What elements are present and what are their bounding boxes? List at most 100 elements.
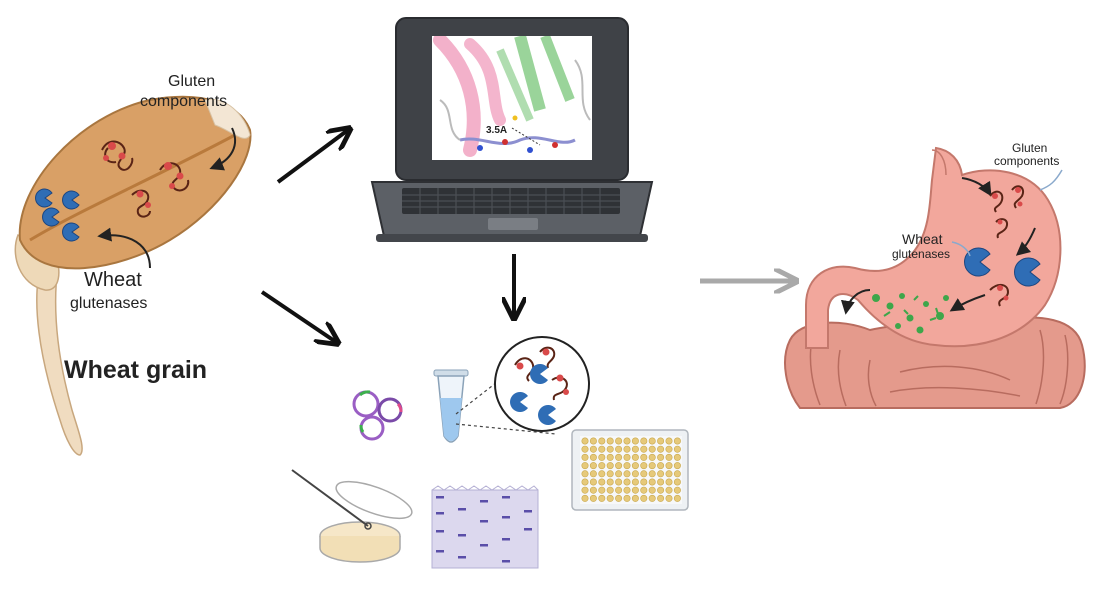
gel-band	[502, 560, 510, 563]
plate-well	[589, 445, 597, 453]
plate-well	[623, 437, 631, 445]
plate-well	[606, 437, 614, 445]
flow-arrow-icon	[949, 294, 986, 312]
plate-well	[589, 494, 597, 502]
plate-well	[606, 453, 614, 461]
gel-bands	[436, 496, 532, 563]
plate-well	[631, 453, 639, 461]
gel-band	[436, 496, 444, 499]
laptop-icon	[370, 17, 654, 242]
plate-well	[665, 494, 673, 502]
well-plate-wells	[581, 437, 681, 502]
gel-band	[436, 512, 444, 515]
plate-well	[581, 445, 589, 453]
plate-well	[673, 453, 681, 461]
curved-arrow-icon	[209, 127, 237, 171]
gel-band	[480, 500, 488, 503]
petri-dish-icon	[291, 469, 413, 563]
plate-well	[657, 462, 665, 470]
plate-well	[598, 453, 606, 461]
plate-well	[598, 470, 606, 478]
gluten-component	[159, 162, 190, 192]
plate-well	[581, 453, 589, 461]
plate-well	[623, 486, 631, 494]
plate-well	[631, 445, 639, 453]
plate-well	[606, 478, 614, 486]
plate-well	[657, 478, 665, 486]
flow-arrow-icon	[840, 289, 871, 315]
plate-well	[640, 478, 648, 486]
digested-peptides	[872, 293, 949, 334]
gluten-label-line2: components	[140, 93, 227, 110]
plate-well	[623, 462, 631, 470]
gel-band	[524, 510, 532, 513]
plate-well	[673, 486, 681, 494]
plate-well	[581, 437, 589, 445]
plate-well	[657, 453, 665, 461]
bond-distance-label: 3.5A	[486, 125, 507, 136]
enzyme-label-line2: glutenases	[70, 295, 147, 312]
glutenase-enzyme-icon	[510, 392, 528, 412]
plate-well	[673, 470, 681, 478]
plate-well	[623, 478, 631, 486]
flow-arrow-icon	[1015, 227, 1036, 256]
plate-well	[648, 453, 656, 461]
plate-well	[631, 486, 639, 494]
enzyme-label-line1: Wheat	[84, 269, 142, 291]
glutenase-enzyme-icon	[530, 364, 548, 384]
plate-well	[665, 437, 673, 445]
plate-well	[623, 445, 631, 453]
plate-well	[665, 462, 673, 470]
gel-band	[502, 496, 510, 499]
plate-well	[673, 462, 681, 470]
glutenase-enzyme-icon	[35, 188, 53, 208]
gel-electrophoresis-icon	[431, 485, 539, 569]
zoom-line	[455, 423, 557, 435]
microcentrifuge-tube-icon	[433, 369, 469, 443]
plate-well	[598, 462, 606, 470]
gluten-label-line1: Gluten	[168, 73, 215, 90]
glutenase-enzyme-icon	[964, 247, 991, 277]
gel-band	[458, 556, 466, 559]
plate-well	[589, 437, 597, 445]
plate-well	[640, 445, 648, 453]
plate-well	[640, 453, 648, 461]
plate-well	[631, 478, 639, 486]
curved-arrow-icon	[97, 227, 151, 269]
plate-well	[640, 486, 648, 494]
stomach-enzyme-label-line1: Wheat	[902, 231, 943, 247]
plate-well	[606, 494, 614, 502]
intestines-illustration	[784, 316, 1086, 409]
wheat-grain-title: Wheat grain	[64, 356, 207, 384]
plate-well	[657, 445, 665, 453]
plate-well	[615, 494, 623, 502]
plate-well	[615, 478, 623, 486]
plate-well	[657, 470, 665, 478]
plate-well	[589, 453, 597, 461]
stomach-gluten-label-line1: Gluten	[1012, 141, 1047, 155]
plasmid-icon	[352, 390, 403, 441]
plate-well	[581, 494, 589, 502]
plate-well	[657, 486, 665, 494]
gel-band	[458, 534, 466, 537]
plate-well	[648, 486, 656, 494]
plate-well	[648, 445, 656, 453]
stomach-gluten-label-line2: components	[994, 154, 1059, 168]
glutenase-enzyme-icon	[62, 190, 80, 210]
plate-well	[589, 478, 597, 486]
plate-well	[581, 462, 589, 470]
plate-well	[657, 494, 665, 502]
pointer-line	[951, 241, 971, 257]
gel-band	[458, 508, 466, 511]
plate-well	[623, 453, 631, 461]
plate-well	[615, 462, 623, 470]
plate-well	[673, 445, 681, 453]
plate-well	[598, 478, 606, 486]
plate-well	[648, 437, 656, 445]
plate-well	[598, 486, 606, 494]
plate-well	[673, 494, 681, 502]
plate-well	[665, 478, 673, 486]
plate-well	[581, 470, 589, 478]
plate-well	[615, 453, 623, 461]
